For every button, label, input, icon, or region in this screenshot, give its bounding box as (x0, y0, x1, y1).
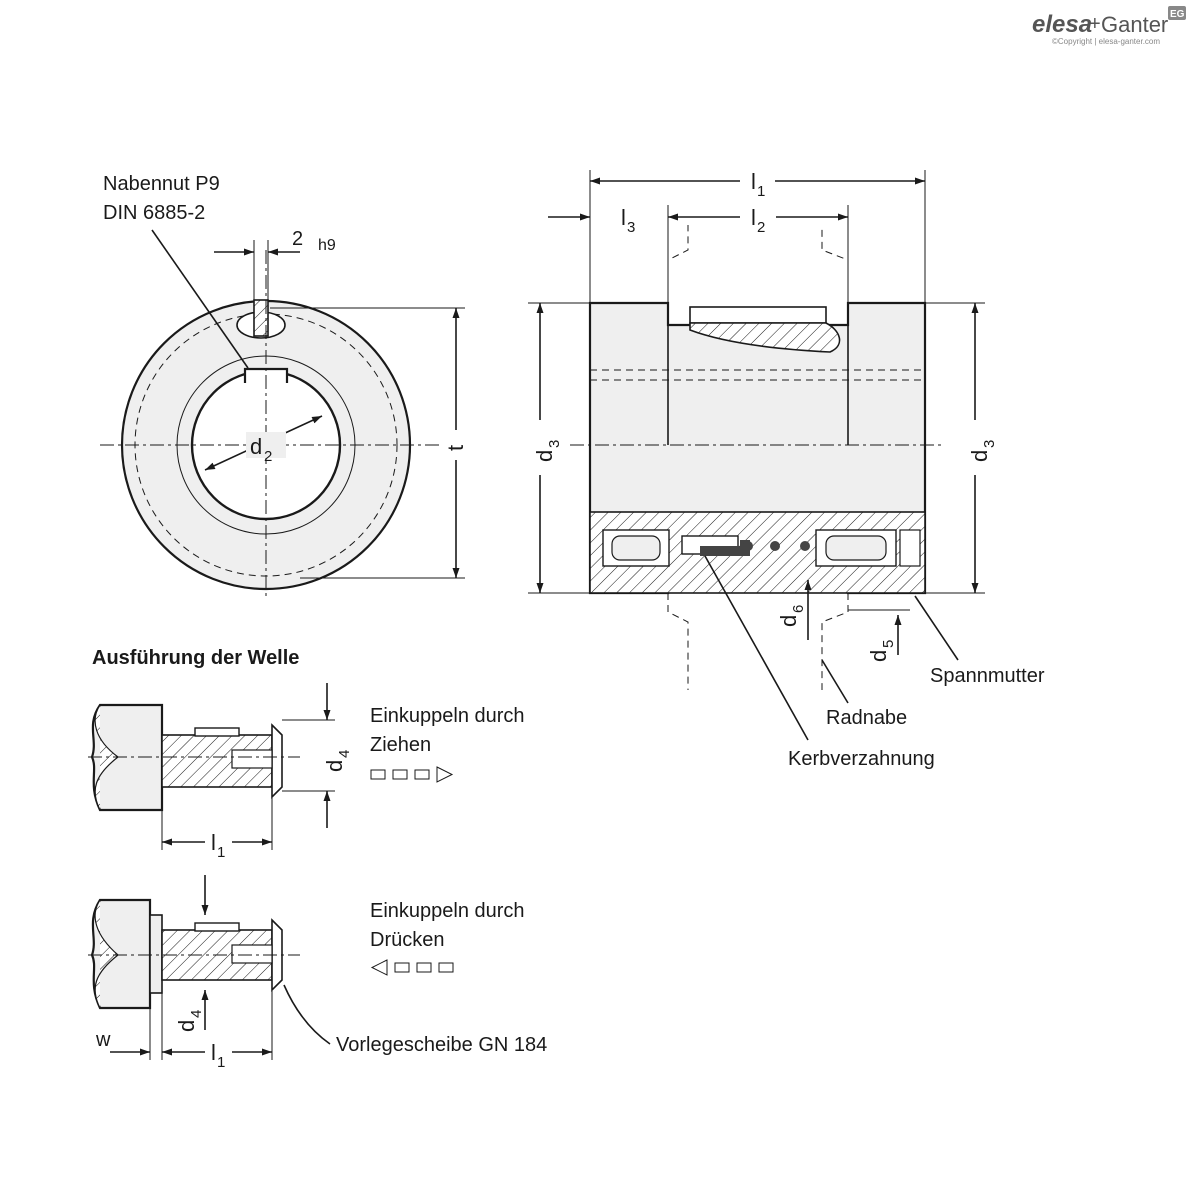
l3-label-sub: 3 (627, 219, 635, 236)
pin-section (253, 299, 269, 337)
keyway-callout-line1: Nabennut P9 (103, 173, 220, 195)
brand-logo: elesa + Ganter EG ©Copyright | elesa-gan… (1032, 6, 1186, 46)
push-d4-label: d (174, 1020, 199, 1032)
spring-left-coil (611, 535, 661, 561)
logo-copyright: ©Copyright | elesa-ganter.com (1052, 37, 1160, 46)
shaft-heading: Ausführung der Welle (92, 647, 299, 669)
shaft-break-right (821, 593, 849, 690)
push-d4-label-sub: 4 (188, 1010, 205, 1018)
clamping-nut-label: Spannmutter (930, 665, 1045, 687)
d6-label-sub: 6 (790, 605, 807, 613)
side-view: l 1 l 2 l 3 d 3 d 3 d 6 (528, 169, 1045, 770)
push-text-line2: Drücken (370, 929, 444, 951)
ball-3 (800, 541, 810, 551)
d6-label: d (776, 615, 801, 627)
shaft-top-left (667, 225, 689, 303)
pull-l1-label-sub: 1 (217, 844, 225, 861)
washer-label: Vorlegescheibe GN 184 (336, 1034, 547, 1056)
washer-leader (283, 984, 331, 1045)
push-direction-arrow (370, 959, 454, 976)
ball-1 (743, 541, 753, 551)
bore-label-bg (246, 432, 286, 458)
nut-edge (899, 529, 921, 567)
d3-left-label: d (532, 450, 557, 462)
key-tolerance-label: h9 (318, 237, 336, 254)
d5-label-sub: 5 (880, 640, 897, 648)
logo-sep: + (1089, 13, 1101, 35)
keyway-callout-leader (151, 229, 249, 369)
clamping-nut-leader (914, 595, 959, 661)
l2-label: l (751, 205, 756, 230)
shaft-section: Ausführung der Welle d 4 l 1 (88, 647, 547, 1071)
l1-label: l (751, 169, 756, 194)
push-text-line1: Einkuppeln durch (370, 900, 525, 922)
logo-badge: EG (1170, 9, 1185, 20)
pull-l1-label: l (211, 830, 216, 855)
d5-label: d (866, 650, 891, 662)
l3-label: l (621, 205, 626, 230)
serration-label: Kerbverzahnung (788, 748, 935, 770)
pull-text-line1: Einkuppeln durch (370, 705, 525, 727)
key-top (689, 306, 827, 324)
push-thread (231, 944, 273, 964)
serration-leader (704, 555, 809, 741)
d3-left-label-sub: 3 (546, 440, 563, 448)
front-view: Nabennut P9 DIN 6885-2 2 h9 d 2 t (100, 173, 468, 600)
push-washer (149, 914, 163, 994)
hub-leader (821, 659, 849, 704)
shaft-top-right (821, 225, 849, 303)
pull-thread (231, 749, 273, 769)
push-l1-label-sub: 1 (217, 1054, 225, 1071)
ball-2 (770, 541, 780, 551)
hub-label: Radnabe (826, 707, 907, 729)
pull-text-line2: Ziehen (370, 734, 431, 756)
push-key (194, 922, 240, 932)
key-breakout (689, 322, 841, 353)
pull-d4-label: d (322, 760, 347, 772)
push-w-label: w (95, 1029, 111, 1051)
shaft-variant-pull: d 4 l 1 Einkuppeln durch Ziehen (88, 683, 525, 861)
logo-badge-box (1168, 6, 1186, 20)
pull-collar (271, 723, 283, 799)
bore-label: d (250, 434, 262, 459)
keyway-callout-line2: DIN 6885-2 (103, 202, 205, 224)
spring-right-coil (825, 535, 887, 561)
pull-direction-arrow (370, 766, 454, 783)
logo-left: elesa (1032, 11, 1092, 38)
logo-right: Ganter (1101, 12, 1168, 37)
push-l1-label: l (211, 1040, 216, 1065)
l1-label-sub: 1 (757, 183, 765, 200)
pull-key (194, 727, 240, 737)
d3-right-label-sub: 3 (981, 440, 998, 448)
pull-d4-label-sub: 4 (336, 750, 353, 758)
locking-slide (700, 540, 750, 556)
l2-label-sub: 2 (757, 219, 765, 236)
t-label: t (443, 445, 468, 451)
shaft-variant-push: d 4 w l 1 Vorlegescheibe GN 184 Einkuppe… (88, 875, 547, 1071)
bore-label-sub: 2 (264, 448, 272, 465)
shaft-break-left (667, 593, 689, 690)
d3-right-label: d (967, 450, 992, 462)
key-width-label: 2 (292, 228, 303, 250)
